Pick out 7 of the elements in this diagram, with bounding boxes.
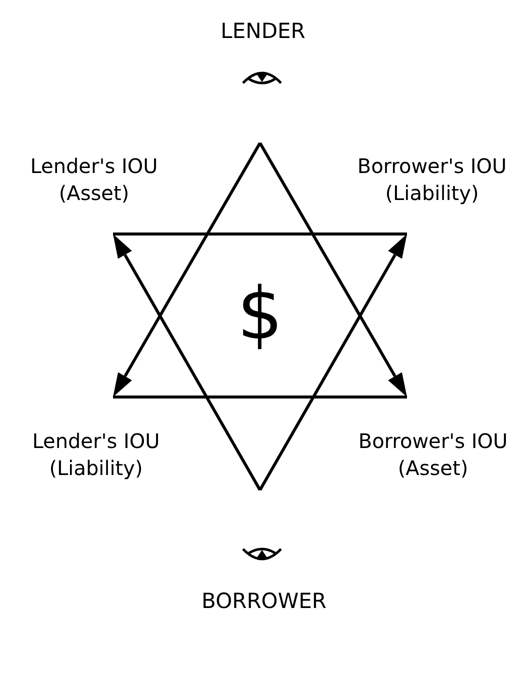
dollar-symbol: $ xyxy=(236,270,284,358)
party-label: BORROWER xyxy=(200,588,328,615)
iou-label: Borrower's IOU (Asset) xyxy=(357,428,509,482)
iou-label: Borrower's IOU (Liability) xyxy=(356,153,508,207)
iou-label: Lender's IOU (Asset) xyxy=(29,153,159,207)
iou-label: Lender's IOU (Liability) xyxy=(31,428,161,482)
party-label: LENDER xyxy=(220,18,306,45)
